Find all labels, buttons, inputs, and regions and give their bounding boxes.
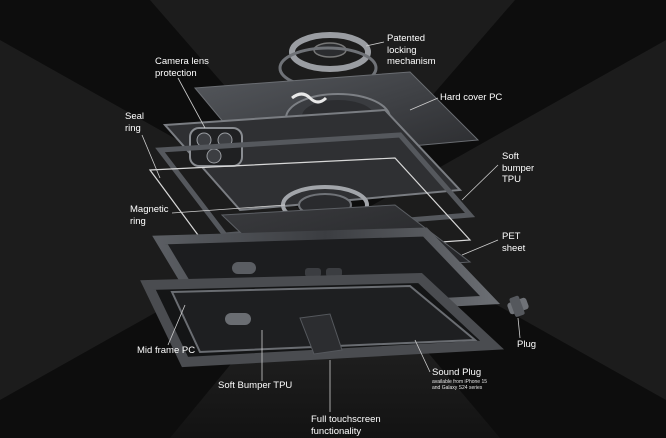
label-line: mechanism [387, 56, 436, 67]
label-line: TPU [502, 174, 521, 185]
label-line: Full touchscreen [311, 414, 381, 425]
leader-locking-mechanism [365, 41, 385, 47]
label-line: Plug [517, 339, 537, 350]
leader-camera-lens [177, 77, 206, 129]
label-seal-ring: Seal ring [125, 111, 144, 134]
soft-bumper-bottom-part [140, 272, 505, 368]
label-line: ring [125, 122, 141, 134]
label-mid-frame: Mid frame PC [137, 345, 195, 357]
leader-soft-bumper-top [461, 164, 499, 201]
label-line: protection [155, 67, 197, 79]
leader-magnetic-ring [171, 204, 286, 214]
label-hard-cover: Hard cover PC [440, 92, 502, 104]
leader-pet-sheet [461, 239, 499, 256]
leader-seal-ring [141, 134, 161, 179]
label-line: Magnetic [130, 204, 169, 215]
locking-mechanism-part [278, 32, 378, 90]
label-line: Soft Bumper TPU [218, 380, 293, 391]
label-line: and Galaxy S24 series [432, 385, 483, 391]
label-line: Sound Plug [432, 367, 482, 378]
label-sound-plug-note: available from iPhone 15 and Galaxy S24 … [432, 379, 487, 391]
beam-left [0, 40, 320, 400]
leader-sound-plug [414, 339, 431, 373]
leader-lines [141, 41, 521, 412]
label-sound-plug: Sound Plug [432, 367, 481, 379]
label-line: locking [387, 44, 417, 56]
label-locking-mechanism: Patented locking mechanism [387, 33, 436, 68]
seal-ring-part [148, 157, 472, 259]
label-pet-sheet: PET sheet [502, 231, 525, 254]
label-line: Mid frame PC [137, 345, 196, 356]
beam-right [346, 40, 666, 400]
label-line: Hard cover PC [440, 92, 503, 103]
label-touchscreen: Full touchscreen functionality [311, 414, 381, 437]
label-line: PET [502, 231, 521, 242]
soft-bumper-top-part [155, 132, 476, 238]
label-line: Seal [125, 111, 145, 122]
label-line: Patented [387, 33, 426, 44]
label-line: ring [130, 215, 146, 227]
label-line: Soft [502, 151, 519, 162]
label-magnetic-ring: Magnetic ring [130, 204, 169, 227]
leader-hard-cover [409, 97, 439, 111]
label-line: bumper [502, 162, 535, 174]
label-line: Camera lens [155, 56, 209, 67]
label-line: functionality [311, 425, 362, 437]
label-plug: Plug [517, 339, 536, 351]
label-line: available from iPhone 15 [432, 379, 488, 385]
label-soft-bumper-bottom: Soft Bumper TPU [218, 380, 292, 392]
label-soft-bumper-top: Soft bumper TPU [502, 151, 534, 186]
leader-plug [517, 317, 521, 339]
plug-part [507, 295, 529, 317]
label-line: sheet [502, 242, 526, 254]
leader-mid-frame [167, 304, 186, 346]
label-camera-lens-protection: Camera lens protection [155, 56, 209, 79]
